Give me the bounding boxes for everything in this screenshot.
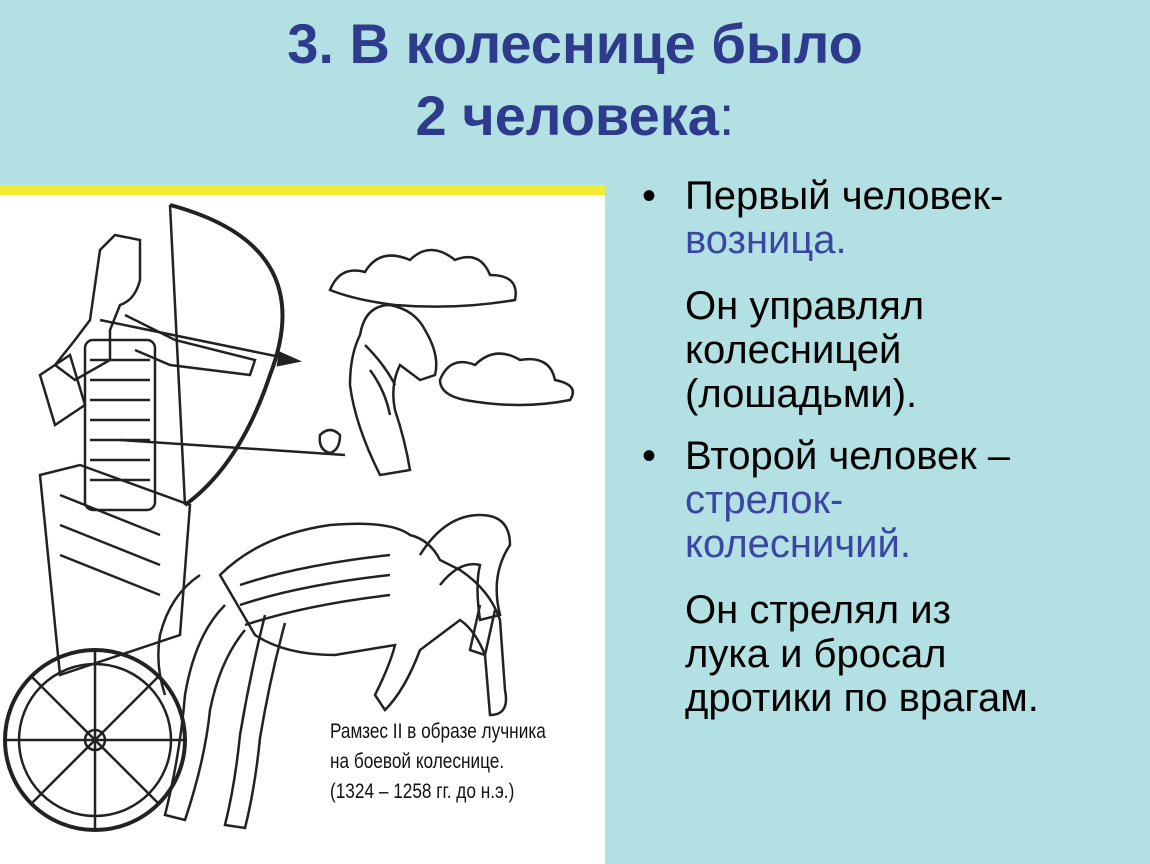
slide-title: 3. В колеснице было 2 человека: xyxy=(0,8,1150,152)
bullet-dot: • xyxy=(642,174,657,218)
caption-line-1: Рамзес II в образе лучника xyxy=(330,720,546,743)
archer-description: Он стрелял из лука и бросал дротики по в… xyxy=(640,588,1140,720)
archer xyxy=(53,233,142,382)
driver-line-3: (лошадьми). xyxy=(685,372,918,416)
title-line-2-text: 2 человека xyxy=(415,84,719,147)
driver-line-2: колесницей xyxy=(685,328,902,372)
bullet-driver: • Первый человек- возница. xyxy=(640,174,1140,262)
bullet-archer: • Второй человек – стрелок- колесничий. xyxy=(640,434,1140,566)
chariot-illustration: Рамзес II в образе лучника на боевой кол… xyxy=(0,185,605,864)
horse xyxy=(348,303,438,477)
arrow xyxy=(99,318,296,362)
cloud-1 xyxy=(328,248,517,308)
bullet-archer-accent-2: колесничий. xyxy=(685,522,911,566)
caption-line-2: на боевой колеснице. xyxy=(330,750,505,773)
title-colon: : xyxy=(718,84,735,147)
driver-line-1: Он управлял xyxy=(685,284,925,328)
title-line-2: 2 человека: xyxy=(0,80,1150,152)
caption-line-3: (1324 – 1258 гг. до н.э.) xyxy=(330,780,515,803)
chariot-drawing xyxy=(3,203,575,832)
driver-description: Он управлял колесницей (лошадьми). xyxy=(640,284,1140,416)
slide-body: • Первый человек- возница. Он управлял к… xyxy=(640,168,1140,720)
archer-line-3: дротики по врагам. xyxy=(685,676,1039,720)
bullet-driver-accent: возница. xyxy=(685,218,847,262)
archer-line-2: лука и бросал xyxy=(685,632,947,676)
bullet-archer-title: Второй человек – xyxy=(685,434,1011,478)
bullet-driver-title: Первый человек- xyxy=(685,174,1004,218)
archer-line-1: Он стрелял из xyxy=(685,588,951,632)
chariot-box xyxy=(38,463,192,677)
title-line-1: 3. В колеснице было xyxy=(287,12,863,75)
bullet-dot: • xyxy=(642,434,657,478)
bow xyxy=(169,203,285,507)
bullet-archer-accent-1: стрелок- xyxy=(685,478,844,522)
cloud-2 xyxy=(438,352,575,407)
picture-caption: Рамзес II в образе лучника на боевой кол… xyxy=(330,717,551,807)
